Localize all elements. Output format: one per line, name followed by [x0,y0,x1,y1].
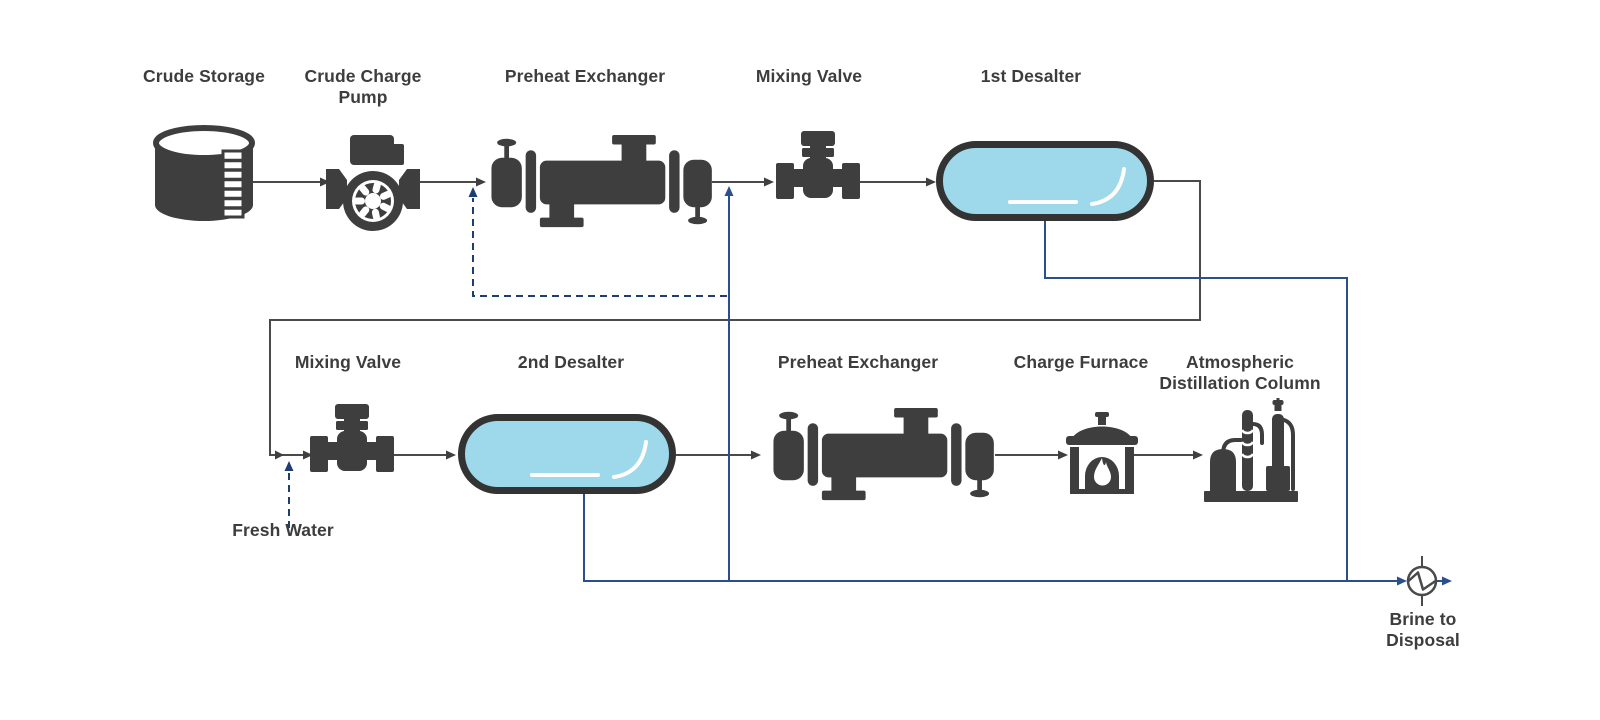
label-charge-furnace: Charge Furnace [1013,352,1149,372]
heat-exchanger-circle-icon [1406,556,1438,606]
gray-arrowheads [275,177,1203,460]
label-second-desalter: 2nd Desalter [517,352,625,372]
blue-arrowheads [724,186,1452,586]
label-crude-storage: Crude Storage [143,66,265,86]
label-mixing-valve-bottom: Mixing Valve [294,352,402,372]
dashed-arrowheads [284,187,478,471]
centrifugal-pump-icon [326,135,420,231]
label-crude-charge-pump: Crude Charge Pump [304,66,422,107]
horizontal-vessel-icon [936,141,1154,221]
valve-icon [310,404,394,472]
label-fresh-water: Fresh Water [232,520,334,540]
shell-and-tube-exchanger-icon [491,135,712,228]
label-first-desalter: 1st Desalter [980,66,1082,86]
label-preheat-exchanger-top: Preheat Exchanger [504,66,666,86]
valve-icon [776,131,860,199]
label-preheat-exchanger-bottom: Preheat Exchanger [777,352,939,372]
storage-tank-icon [153,125,255,221]
furnace-icon [1066,412,1138,494]
label-mixing-valve-top: Mixing Valve [755,66,863,86]
label-brine-to-disposal: Brine to Disposal [1386,609,1460,650]
label-atmospheric-distillation-column: Atmospheric Distillation Column [1159,352,1321,393]
horizontal-vessel-icon [458,414,676,494]
distillation-column-icon [1204,398,1298,502]
shell-and-tube-exchanger-icon [773,408,994,501]
